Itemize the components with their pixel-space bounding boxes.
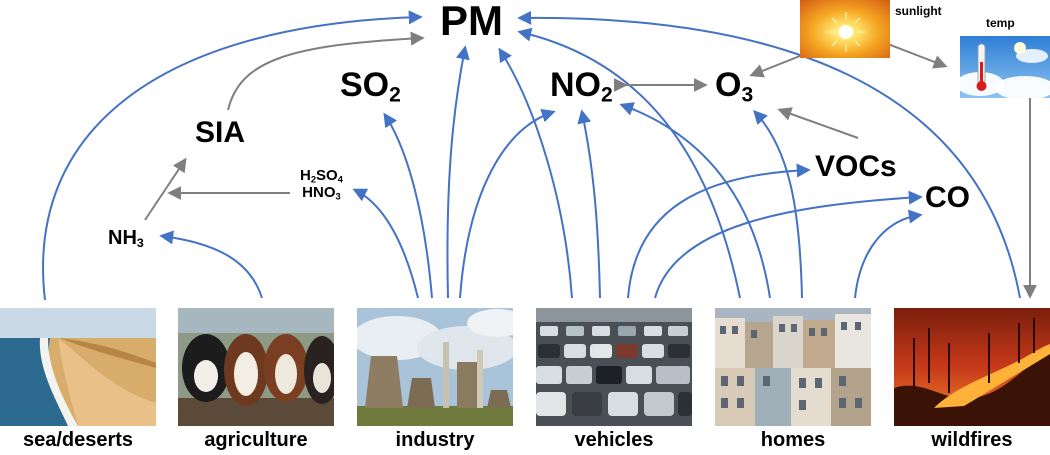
source-label-wildfires: wildfires (931, 429, 1013, 451)
source-label-agriculture: agriculture (204, 429, 308, 451)
node-co: CO (925, 181, 970, 214)
temp-image (960, 36, 1050, 98)
node-acids: H2SO4 HNO3 (300, 167, 343, 202)
node-pm: PM (440, 0, 503, 44)
agriculture-image (178, 308, 334, 426)
arrow-industry-to-h2so4 (352, 188, 419, 299)
arrow-homes-to-o3 (753, 109, 803, 299)
node-so2: SO2 (340, 66, 401, 107)
arrow-vehicles-to-no2 (577, 109, 601, 299)
source-label-vehicles: vehicles (574, 429, 654, 451)
node-hno3: HNO3 (302, 184, 341, 202)
node-no2: NO2 (550, 66, 613, 107)
wildfires-image (894, 308, 1050, 426)
arrow-industry-to-so2 (383, 112, 433, 299)
node-vocs: VOCs (815, 150, 897, 183)
sunlight-image (800, 0, 890, 58)
thermometer-icon (960, 36, 1050, 98)
source-label-sea-deserts: sea/deserts (22, 429, 134, 451)
node-o3: O3 (715, 66, 754, 107)
arrow-nh3-to-sia (144, 157, 187, 221)
sun-icon (800, 0, 890, 58)
node-h2so4: H2SO4 (300, 167, 343, 185)
sunlight-label: sunlight (895, 4, 942, 18)
arrow-sia-to-pm (227, 31, 425, 111)
node-sia: SIA (195, 116, 246, 149)
industry-image (357, 308, 513, 426)
sea-deserts-image (0, 308, 156, 426)
source-label-industry: industry (395, 429, 475, 451)
node-nh3: NH3 (108, 227, 144, 251)
arrow-homes-to-pm (517, 27, 741, 299)
arrow-agri-to-nh3 (159, 230, 263, 299)
arrow-vocs-to-o3 (777, 107, 859, 139)
arrow-sunlight-to-temp (887, 43, 948, 69)
arrow-homes-to-co (854, 209, 923, 299)
arrow-industry-to-no2 (459, 108, 556, 299)
arrow-sea-to-pm (42, 10, 423, 301)
arrow-vehicles-to-vocs (627, 163, 811, 299)
arrow-wildfires-to-pm (517, 10, 1021, 299)
arrow-industry-to-pm (446, 45, 470, 299)
arrow-vehicles-to-co (654, 190, 923, 299)
arrow-homes-to-no2 (619, 102, 771, 299)
homes-image (715, 308, 871, 426)
arrow-vehicles-to-pm (498, 47, 573, 299)
temp-label: temp (986, 16, 1015, 30)
vehicles-image (536, 308, 692, 426)
source-label-homes: homes (760, 429, 826, 451)
